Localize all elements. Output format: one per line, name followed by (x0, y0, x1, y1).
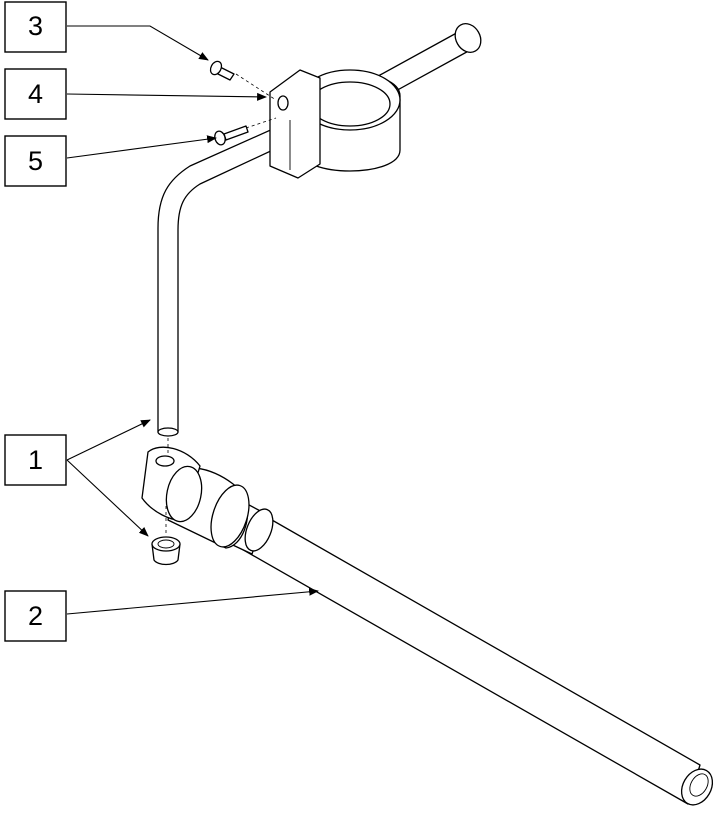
part-1-plug-cap (151, 506, 181, 566)
callout-4-box (4, 68, 67, 120)
callout-5: 5 (4, 135, 67, 187)
rear-bar-end-cap (454, 23, 482, 53)
long-tube-end-cap (680, 768, 714, 806)
socket-block-face (165, 465, 203, 523)
collar-large-face (210, 484, 250, 548)
clamp-screw-hole (277, 95, 289, 111)
part-5-screw (214, 125, 249, 146)
leader-lines (66, 25, 319, 615)
callout-1: 1 (4, 434, 67, 486)
leader-3 (67, 25, 209, 61)
part-3-screw (209, 60, 235, 81)
leader-1-to-rod (66, 419, 151, 461)
screw-3-head (209, 60, 223, 76)
leader-4 (66, 92, 267, 101)
callout-5-label: 5 (28, 146, 43, 176)
leader-1-to-plug (66, 459, 149, 537)
socket-hole (155, 455, 175, 467)
leader-5 (66, 135, 217, 159)
bent-rod-bottom-end (157, 427, 179, 437)
callout-4-label: 4 (28, 79, 43, 109)
callout-3: 3 (4, 1, 67, 53)
leader-2 (66, 587, 319, 615)
callout-4: 4 (4, 68, 67, 120)
collar-ring-face (244, 508, 274, 552)
screw-5-axis (245, 117, 277, 129)
clamp-assembly (235, 23, 482, 179)
long-tube-end-bore (689, 773, 709, 797)
callout-2: 2 (4, 590, 67, 642)
screw-5-thread (223, 125, 249, 141)
callout-1-box (4, 434, 67, 486)
plug-cap-top (151, 536, 181, 552)
clamp-ring-bore (309, 81, 391, 127)
part-1-bent-rod (157, 122, 294, 456)
part-2-tube-assembly (141, 446, 714, 806)
clamp-block (269, 69, 321, 179)
callout-3-box (4, 1, 67, 53)
plug-cap-bore (157, 539, 175, 549)
callout-1-label: 1 (28, 445, 43, 475)
callout-2-box (4, 590, 67, 642)
callout-5-box (4, 135, 67, 187)
bent-rod (157, 123, 291, 433)
screw-3-axis (235, 73, 277, 101)
callout-2-label: 2 (28, 601, 43, 631)
callout-3-label: 3 (28, 11, 43, 41)
long-tube (239, 511, 701, 805)
